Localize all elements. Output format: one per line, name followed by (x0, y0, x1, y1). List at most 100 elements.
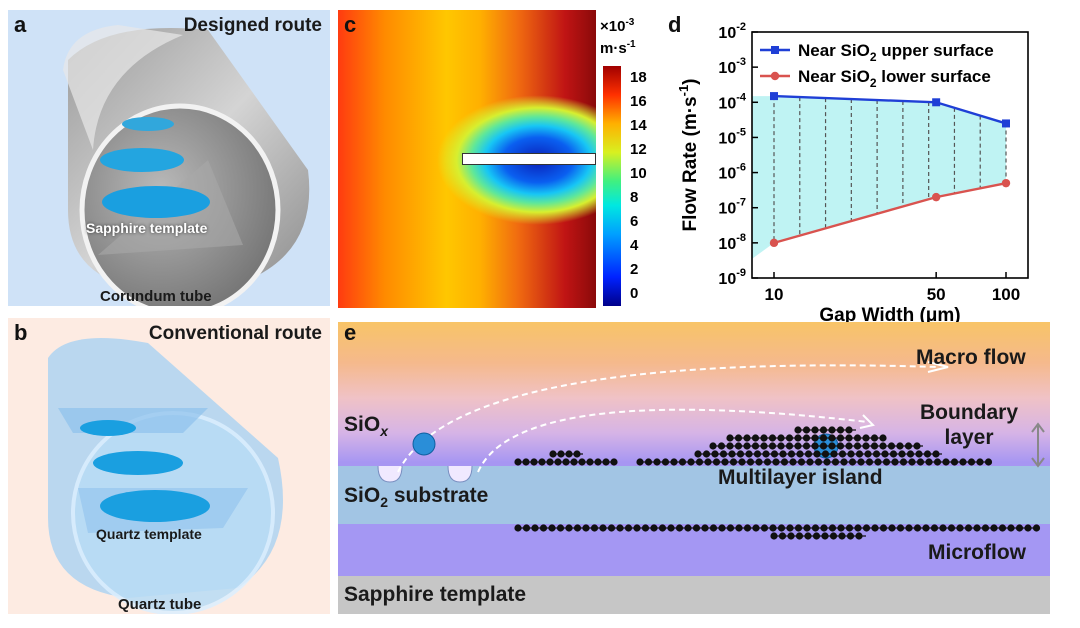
atom (804, 450, 813, 458)
growth-schematic (377, 361, 1045, 540)
atom (586, 458, 594, 466)
atom (831, 458, 840, 466)
atom (879, 442, 887, 450)
atom (530, 458, 538, 466)
atom (847, 450, 855, 458)
atom (760, 434, 768, 442)
panel-label: d (668, 12, 682, 37)
atom (565, 450, 573, 458)
atom (811, 426, 819, 434)
atom-chains (514, 426, 1041, 540)
atom (734, 434, 743, 442)
atom (899, 458, 908, 466)
atom (813, 450, 821, 458)
siox-particle (412, 432, 436, 456)
atom (709, 524, 718, 532)
atom (667, 524, 675, 532)
atom (751, 442, 760, 450)
atom (636, 458, 644, 466)
atom (795, 532, 804, 540)
sapphire-disc (100, 148, 184, 172)
atom (562, 458, 570, 466)
atom (828, 524, 837, 532)
legend-entry: Near SiO2 upper surface (798, 41, 994, 64)
atom (554, 458, 562, 466)
atom (694, 450, 702, 458)
colorbar-tick-label: 14 (630, 117, 647, 134)
atom (684, 524, 692, 532)
quartz-template-label: Quartz template (96, 526, 202, 542)
atom (819, 426, 828, 434)
atom (812, 532, 821, 540)
atom (811, 442, 819, 450)
sapphire-template-label: Sapphire template (344, 583, 527, 606)
atom (823, 458, 831, 466)
atom (787, 450, 796, 458)
atom (821, 450, 830, 458)
atom (854, 524, 862, 532)
panel-a: a Designed route Sapphire template Corun… (8, 10, 330, 306)
atom (726, 442, 734, 450)
atom (838, 532, 846, 540)
atom (762, 450, 770, 458)
atom (538, 458, 546, 466)
atom (956, 524, 964, 532)
atom (848, 458, 857, 466)
atom (695, 458, 704, 466)
data-point (769, 238, 779, 248)
fill-between-area (774, 96, 1006, 243)
atom (743, 434, 751, 442)
atom (845, 434, 853, 442)
atom (964, 524, 973, 532)
atom (644, 458, 653, 466)
atom (607, 524, 616, 532)
atom (794, 434, 802, 442)
atom (794, 442, 802, 450)
atom (786, 524, 794, 532)
atom (721, 458, 729, 466)
atom (836, 442, 845, 450)
fill-between-area (752, 96, 774, 259)
atom (573, 450, 581, 458)
legend-entry: Near SiO2 lower surface (798, 67, 991, 90)
atom (582, 524, 590, 532)
y-tick-label: 10-3 (718, 56, 746, 77)
atom (594, 458, 602, 466)
atom (942, 458, 950, 466)
atom (556, 524, 565, 532)
colorbar-tick-label: 18 (630, 69, 647, 86)
atom (769, 524, 777, 532)
atom (570, 458, 578, 466)
atom (828, 442, 836, 450)
atom (610, 458, 618, 466)
corundum-tube-illustration (63, 25, 310, 306)
atom (828, 434, 836, 442)
atom (811, 524, 820, 532)
atom (947, 524, 956, 532)
y-tick-label: 10-5 (718, 126, 746, 147)
sio2-plate (462, 153, 596, 165)
x-axis-label: Gap Width (μm) (819, 305, 960, 322)
panel-title: Designed route (183, 15, 322, 36)
atom (616, 524, 624, 532)
atom (702, 450, 711, 458)
sapphire-template-label: Sapphire template (86, 220, 208, 236)
atom (932, 450, 940, 458)
atom (855, 450, 864, 458)
atom (855, 532, 863, 540)
x-tick-label: 100 (992, 285, 1020, 304)
atom (777, 442, 785, 450)
atom (522, 524, 531, 532)
atom (641, 524, 650, 532)
atom (692, 524, 701, 532)
atom (743, 442, 751, 450)
atom (802, 442, 811, 450)
quartz-disc (93, 451, 183, 475)
atom (797, 458, 806, 466)
atom (916, 458, 925, 466)
microflow-label: Microflow (928, 541, 1026, 564)
data-point (932, 98, 941, 107)
y-tick-label: 10-2 (718, 21, 746, 42)
